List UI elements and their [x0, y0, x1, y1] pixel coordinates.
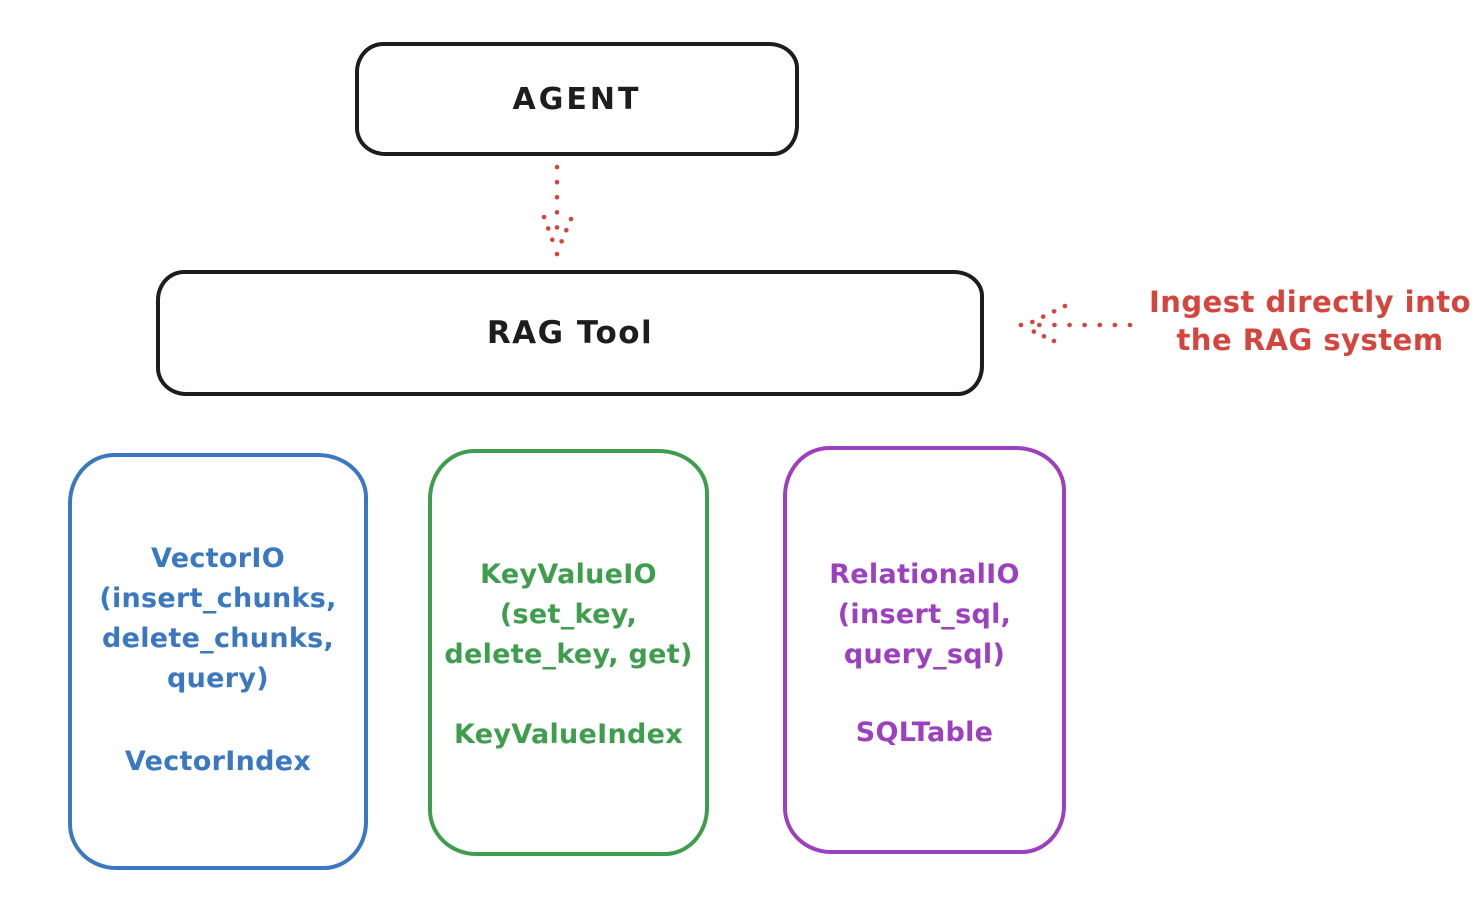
rag-tool-node-label: RAG Tool — [486, 315, 654, 351]
vector-io-line1: VectorIO — [151, 543, 285, 574]
ingest-annotation-line2: the RAG system — [1176, 323, 1444, 357]
ingest-annotation-text: Ingest directly into the RAG system — [1140, 283, 1480, 359]
ingest-annotation-line1: Ingest directly into — [1148, 285, 1472, 319]
relational-io-line3: query_sql) — [843, 639, 1006, 670]
keyvalue-io-signature: KeyValueIO (set_key, delete_key, get) — [432, 453, 705, 675]
vector-io-signature: VectorIO (insert_chunks, delete_chunks, … — [72, 457, 364, 699]
vector-io-line2: (insert_chunks, — [99, 583, 337, 614]
sql-table-label: SQLTable — [855, 717, 994, 748]
ingest-annotation-arrow-icon — [1008, 298, 1138, 352]
relational-io-line2: (insert_sql, — [837, 599, 1012, 630]
agent-to-ragtool-arrow-icon — [533, 160, 583, 268]
keyvalue-io-node: KeyValueIO (set_key, delete_key, get) Ke… — [428, 449, 709, 856]
agent-node-label: AGENT — [512, 81, 642, 117]
vector-io-node: VectorIO (insert_chunks, delete_chunks, … — [68, 453, 368, 870]
vector-io-line3: delete_chunks, — [101, 623, 335, 654]
keyvalue-io-line3: delete_key, get) — [444, 639, 693, 670]
vector-index-label: VectorIndex — [124, 746, 312, 777]
relational-io-node: RelationalIO (insert_sql, query_sql) SQL… — [783, 446, 1066, 854]
relational-io-line1: RelationalIO — [829, 559, 1020, 590]
keyvalue-io-line2: (set_key, — [499, 599, 638, 630]
rag-tool-node: RAG Tool — [156, 270, 984, 396]
keyvalue-io-line1: KeyValueIO — [480, 559, 657, 590]
keyvalue-index-label: KeyValueIndex — [453, 719, 683, 750]
vector-io-line4: query) — [167, 663, 269, 694]
agent-node: AGENT — [355, 42, 799, 156]
relational-io-signature: RelationalIO (insert_sql, query_sql) — [787, 450, 1062, 675]
